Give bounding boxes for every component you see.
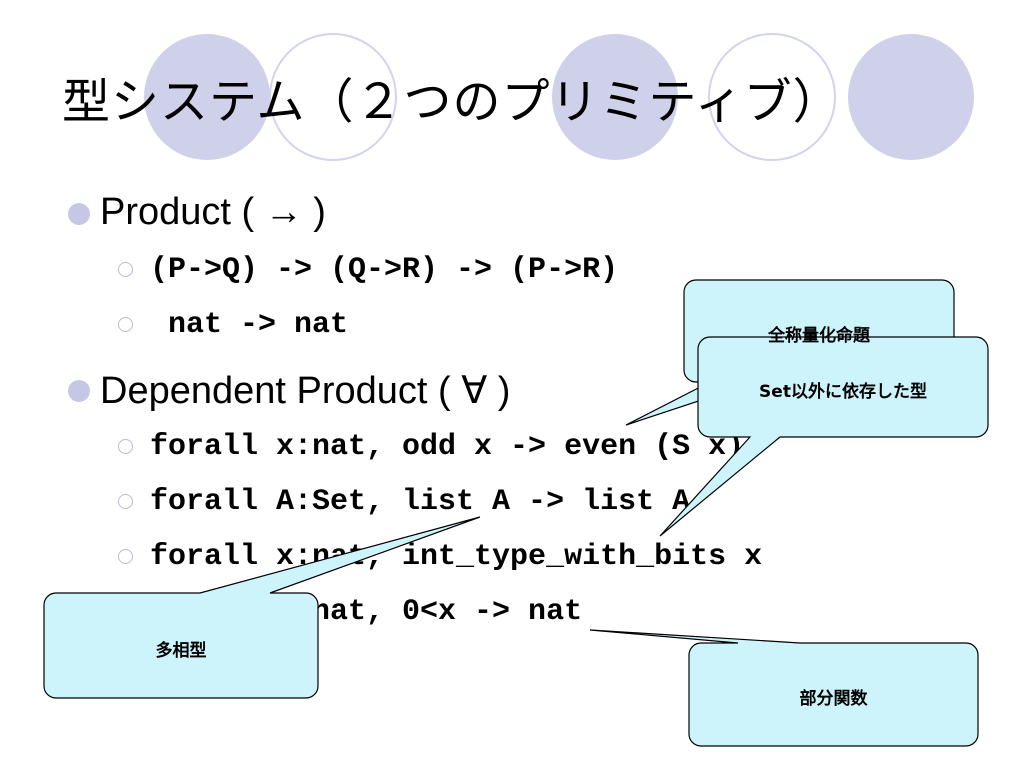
- bullet-dot-icon: [68, 203, 90, 225]
- code-line-forall-list: forall A:Set, list A -> list A: [150, 485, 691, 519]
- bullet-dependent-product: Dependent Product ( ∀ ): [100, 370, 511, 412]
- deco-circle-5: [848, 34, 974, 160]
- bullet-product: Product ( → ): [100, 191, 326, 233]
- callout-universal-label: 全称量化命題: [768, 326, 870, 346]
- deco-circle-3: [552, 34, 678, 160]
- deco-circle-2: [269, 33, 397, 161]
- callout-partial: [589, 629, 979, 747]
- bullet-ring-icon: [118, 317, 133, 332]
- callout-partial-label: 部分関数: [799, 689, 868, 709]
- code-line-nat-nat: nat -> nat: [150, 308, 349, 342]
- bullet-ring-icon: [118, 439, 133, 454]
- deco-circle-1: [144, 34, 270, 160]
- bullet-ring-icon: [118, 262, 133, 277]
- code-line-forall-odd: forall x:nat, odd x -> even (S x): [150, 430, 745, 464]
- callout-set-dependent: [659, 336, 989, 537]
- code-line-forall-int: forall x:nat, int_type_with_bits x: [150, 540, 763, 574]
- bullet-ring-icon: [118, 549, 133, 564]
- code-line-implication: (P->Q) -> (Q->R) -> (P->R): [150, 253, 619, 287]
- slide-title: 型システム（２つのプリミティブ）: [62, 74, 842, 130]
- callout-polymorphic-label: 多相型: [155, 641, 207, 661]
- deco-circle-4: [708, 33, 836, 161]
- callout-set-dependent-label: Set以外に依存した型: [759, 382, 927, 402]
- callout-polymorphic: [43, 516, 481, 699]
- bullet-dot-icon: [68, 380, 90, 402]
- bullet-ring-icon: [118, 494, 133, 509]
